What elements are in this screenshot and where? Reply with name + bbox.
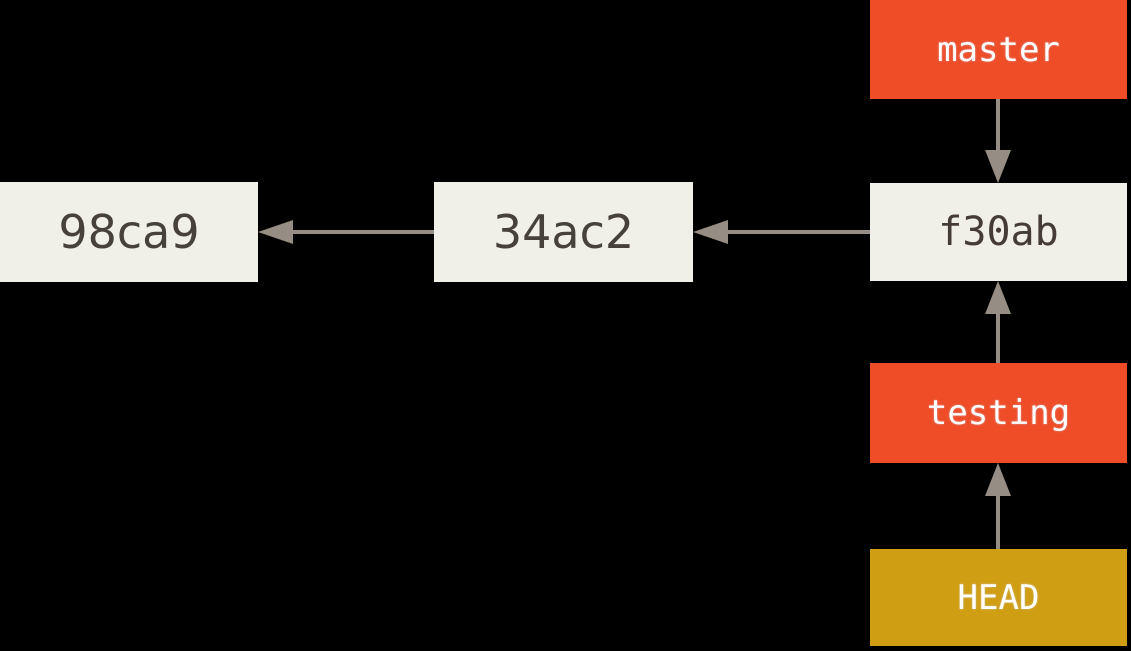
commit-node-34ac2: 34ac2 bbox=[434, 182, 693, 282]
head-ref-label: HEAD bbox=[957, 577, 1040, 618]
branch-ref-label: testing bbox=[926, 393, 1071, 433]
parent-arrowhead-left-icon bbox=[258, 220, 293, 244]
commit-node-f30ab: f30ab bbox=[870, 183, 1127, 281]
parent-arrow-shaft-34ac2-to-98ca9 bbox=[292, 230, 434, 234]
head-ref: HEAD bbox=[870, 549, 1127, 646]
commit-node-98ca9: 98ca9 bbox=[0, 182, 258, 282]
branch-ref-master: master bbox=[870, 0, 1127, 99]
ref-arrowhead-up-icon bbox=[985, 281, 1011, 314]
ref-arrowhead-up-icon bbox=[985, 463, 1011, 496]
ref-arrow-shaft-testing-to-f30ab bbox=[996, 313, 1000, 363]
ref-arrow-shaft-head-to-testing bbox=[996, 495, 1000, 549]
commit-id-label: 98ca9 bbox=[58, 205, 200, 259]
branch-ref-label: master bbox=[937, 29, 1060, 70]
commit-id-label: f30ab bbox=[938, 209, 1059, 255]
ref-arrowhead-down-icon bbox=[985, 150, 1011, 183]
ref-arrow-shaft-master-to-f30ab bbox=[996, 99, 1000, 151]
commit-id-label: 34ac2 bbox=[492, 205, 635, 259]
parent-arrowhead-left-icon bbox=[693, 220, 728, 244]
branch-ref-testing: testing bbox=[870, 363, 1127, 463]
parent-arrow-shaft-f30ab-to-34ac2 bbox=[727, 230, 870, 234]
